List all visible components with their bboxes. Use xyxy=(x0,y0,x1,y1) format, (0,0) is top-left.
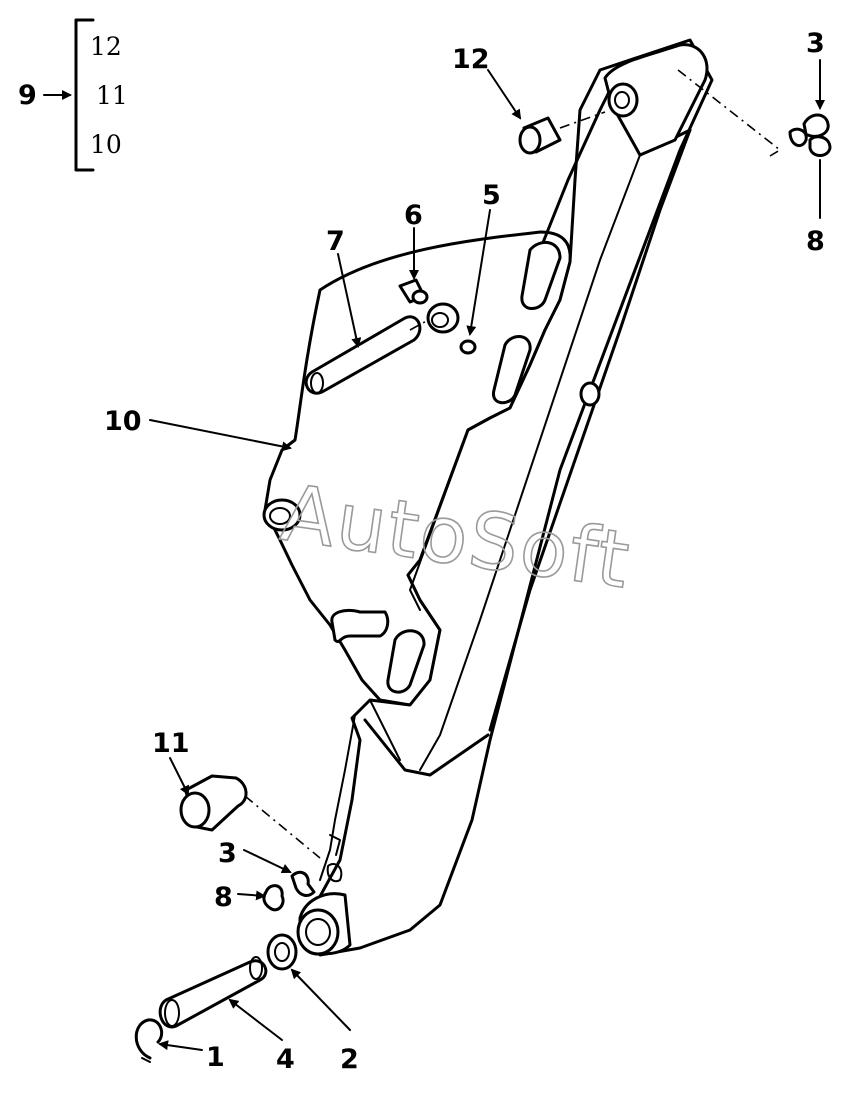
callout-12: 12 xyxy=(452,44,490,75)
callout-11: 11 xyxy=(152,728,190,759)
callout-7: 7 xyxy=(326,226,345,257)
callout-8-lower: 8 xyxy=(214,882,233,913)
callout-5: 5 xyxy=(482,180,501,211)
callout-6: 6 xyxy=(404,200,423,231)
callout-8-upper: 8 xyxy=(806,226,825,257)
leader-lines xyxy=(149,59,825,1051)
bracket-group-label: 9 xyxy=(18,80,37,111)
callout-1: 1 xyxy=(206,1042,225,1073)
boom-arm xyxy=(262,38,714,957)
callout-3-upper: 3 xyxy=(806,28,825,59)
pin-assembly-lower xyxy=(134,933,298,1063)
lower-grease-fitting xyxy=(262,870,316,912)
group-bracket: 9 12 11 10 xyxy=(18,18,128,172)
bushing-12-top xyxy=(518,111,606,155)
callout-10: 10 xyxy=(104,406,142,437)
callout-3-lower: 3 xyxy=(218,838,237,869)
bracket-member-2: 11 xyxy=(96,81,128,110)
bracket-member-1: 12 xyxy=(90,32,122,61)
bushing-11 xyxy=(179,774,321,859)
pin-assembly-upper xyxy=(304,278,477,395)
callout-labels: 12 3 8 6 5 7 10 11 3 8 2 4 1 xyxy=(104,28,825,1075)
callout-2: 2 xyxy=(340,1044,359,1075)
callout-4: 4 xyxy=(276,1044,295,1075)
bracket-member-3: 10 xyxy=(90,130,122,159)
upper-grease-fitting xyxy=(677,69,832,157)
